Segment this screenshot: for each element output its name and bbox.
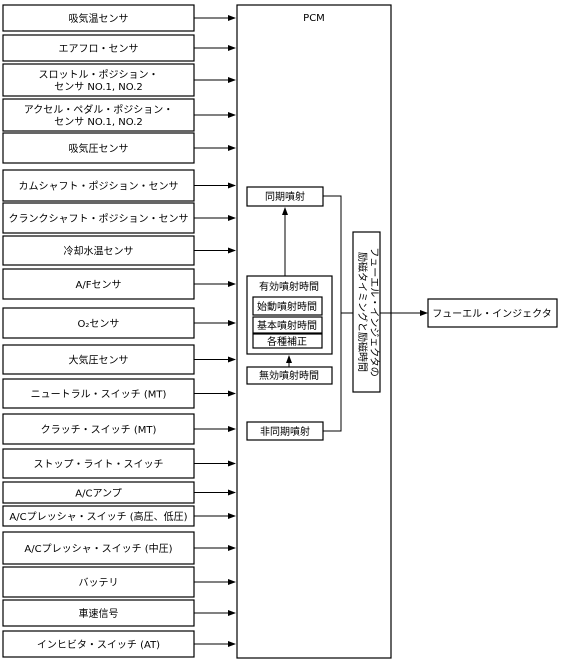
sensor-label: 車速信号 <box>79 607 119 620</box>
sensor-box <box>2 378 195 409</box>
sensor-box <box>2 4 195 32</box>
sensor-label: A/Cプレッシャ・スイッチ (高圧、低圧) <box>9 510 187 523</box>
start-injection-label: 始動噴射時間 <box>257 300 317 313</box>
sensor-label: 吸気圧センサ <box>69 142 129 155</box>
sync-connector <box>323 195 353 314</box>
injector-signal-line-1: フューエル・インジェクタの <box>368 247 380 377</box>
injector-signal-line-2: 励磁タイミングと励磁時間 <box>356 252 369 372</box>
base-injection-box <box>252 316 323 334</box>
sensor-box <box>2 98 195 132</box>
sensor-label: 吸気温センサ <box>69 12 129 25</box>
sensor-label: ストップ・ライト・スイッチ <box>34 459 164 471</box>
sensor-label: アクセル・ペダル・ポジション・ <box>24 103 174 116</box>
sensor-box <box>2 34 195 62</box>
async-connector <box>323 313 342 432</box>
invalid-injection-label: 無効噴射時間 <box>259 369 319 382</box>
sensor-box <box>2 599 195 627</box>
sensor-box <box>2 531 195 565</box>
async-injection-label: 非同期噴射 <box>260 426 310 438</box>
start-injection-box <box>252 296 323 316</box>
sensor-label: O₂センサ <box>78 318 120 330</box>
injector-signal-box <box>352 231 381 393</box>
sensor-label: センサ NO.1, NO.2 <box>54 81 143 93</box>
sensor-box <box>2 307 195 339</box>
sensor-label: 大気圧センサ <box>69 354 129 367</box>
sensor-box <box>2 202 195 234</box>
sensor-box <box>2 448 195 479</box>
sensor-label: スロットル・ポジション・ <box>39 69 159 81</box>
corrections-box <box>252 333 323 349</box>
sensor-label: A/Cアンプ <box>75 488 122 500</box>
sensor-label: ニュートラル・スイッチ (MT) <box>31 389 167 401</box>
sensor-label: カムシャフト・ポジション・センサ <box>19 181 179 193</box>
effective-injection-label: 有効噴射時間 <box>259 280 319 293</box>
sensor-box <box>2 413 195 445</box>
sensor-label: A/Fセンサ <box>76 279 122 291</box>
sensor-box <box>2 268 195 300</box>
sensor-label: A/Cプレッシャ・スイッチ (中圧) <box>24 542 172 555</box>
fuel-injector-label: フューエル・インジェクタ <box>432 308 552 320</box>
sensor-box <box>2 344 195 375</box>
sensor-label: 冷却水温センサ <box>64 245 134 258</box>
base-injection-label: 基本噴射時間 <box>257 319 317 332</box>
sensor-label: クラッチ・スイッチ (MT) <box>41 424 157 436</box>
sensor-box <box>2 630 195 658</box>
sensor-box <box>2 566 195 598</box>
sensor-label: エアフロ・センサ <box>59 43 139 55</box>
sensor-label: バッテリ <box>79 577 119 589</box>
sensor-label: クランクシャフト・ポジション・センサ <box>9 213 189 225</box>
corrections-label: 各種補正 <box>267 335 307 348</box>
sensor-label: センサ NO.1, NO.2 <box>54 116 143 128</box>
sensor-label: インヒビタ・スイッチ (AT) <box>37 639 160 651</box>
invalid-injection-box <box>246 366 333 385</box>
sync-injection-label: 同期噴射 <box>265 191 305 203</box>
sensor-box <box>2 63 195 97</box>
pcm-label: PCM <box>303 13 325 24</box>
fuel-injector-box <box>427 298 558 328</box>
